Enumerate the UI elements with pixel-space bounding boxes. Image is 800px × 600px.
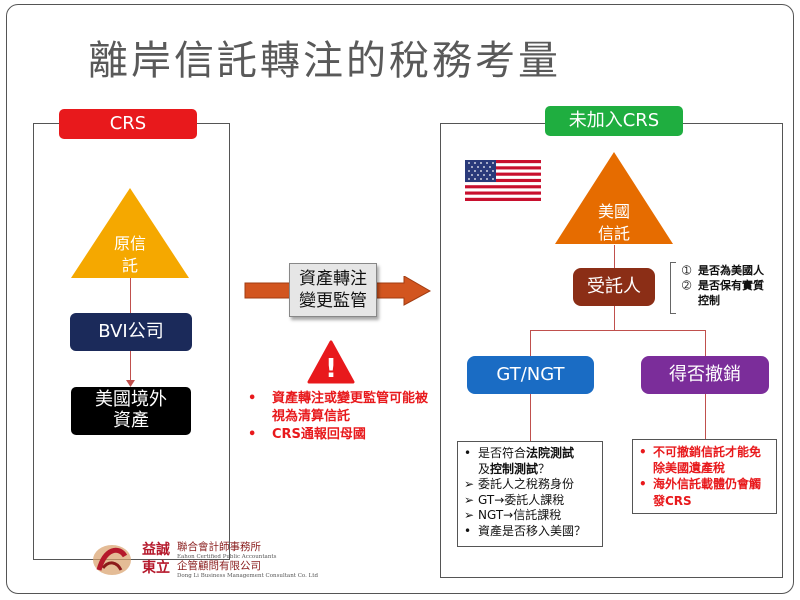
- trustee-box: 受託人: [573, 268, 655, 306]
- us-flag-icon: [465, 160, 541, 201]
- firm-details: 聯合會計師事務所 Eahon Certified Public Accounta…: [177, 541, 319, 579]
- us-trust-triangle: [555, 152, 673, 244]
- revoke-notes-box: •不可撤銷信託才能免除美國遺產稅 •海外信託載體仍會觸發CRS: [632, 439, 777, 514]
- connector-line: [614, 306, 615, 330]
- gt-notes-box: • 是否符合法院測試及控制測試？ ➢委託人之稅務身份 ➢GT→委託人課稅 ➢NG…: [457, 441, 603, 547]
- connector-line: [530, 394, 531, 442]
- non-crs-header: 未加入CRS: [545, 106, 683, 136]
- revocable-box: 得否撤銷: [641, 356, 769, 394]
- connector-line: [130, 278, 131, 314]
- firm-logo-icon: [93, 545, 131, 575]
- arrow-down-icon: [126, 380, 135, 387]
- gt-ngt-box: GT/NGT: [467, 356, 594, 394]
- original-trust-triangle: [71, 188, 189, 278]
- trustee-bracket: [670, 262, 676, 314]
- transfer-label: 資產轉注 變更監管: [289, 263, 377, 317]
- us-trust-label: 美國 信託: [597, 202, 630, 243]
- risk-notes: •資產轉注或變更監管可能被視為清算信託 •CRS通報回母國: [248, 390, 428, 445]
- firm-name: 益誠 東立: [142, 542, 170, 577]
- original-trust-label: 原信 託: [113, 234, 146, 275]
- page-title: 離岸信託轉注的稅務考量: [88, 38, 561, 84]
- crs-header: CRS: [59, 109, 197, 139]
- risk-note-item: •資產轉注或變更監管可能被視為清算信託: [248, 391, 429, 425]
- connector-line: [705, 330, 706, 357]
- svg-text:!: !: [325, 354, 337, 384]
- foreign-asset-box: 美國境外 資產: [71, 387, 191, 435]
- bvi-company-box: BVI公司: [70, 313, 192, 351]
- risk-note-item: •CRS通報回母國: [248, 427, 366, 443]
- connector-line: [614, 245, 615, 269]
- warning-icon: !: [307, 340, 355, 384]
- connector-line: [705, 394, 706, 440]
- connector-line: [530, 330, 531, 357]
- connector-line: [530, 330, 705, 331]
- connector-line: [130, 351, 131, 385]
